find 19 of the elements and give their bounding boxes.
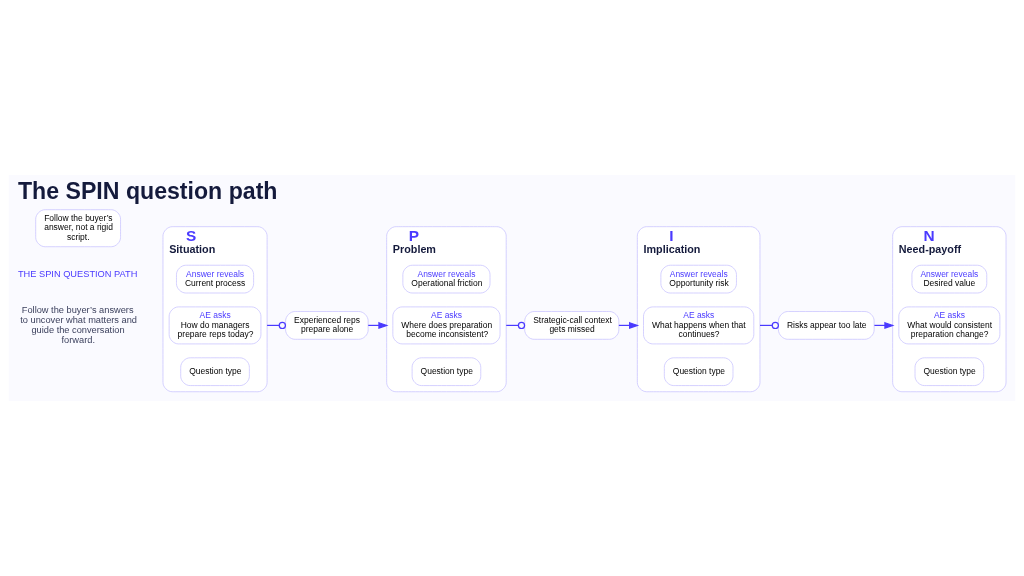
label: THE SPIN QUESTION PATH [17,268,138,279]
diagram-title: The SPIN question path [17,177,278,204]
node-box: Question type [411,357,482,386]
node-box: Answer reveals Desired value [911,264,988,294]
node-box: Answer reveals Operational friction [402,264,491,294]
node-box: AE asks What would consistent preparation change? [898,306,1001,345]
node-box: AE asks Where does preparation become inconsistent? [392,306,501,345]
node-box: Risks appear too late [778,311,875,340]
node-box: Experienced reps prepare alone [285,311,369,340]
node-box: AE asks How do managers prepare reps today? [168,306,262,345]
node-box: Question type [180,357,250,386]
node-box: Strategic-call context gets missed [524,311,620,340]
node-box: Question type [663,357,734,386]
node-box: Answer reveals Opportunity risk [660,264,737,294]
node-box: Answer reveals Current process [176,264,254,294]
node-box: AE asks What happens when that continues? [643,306,755,345]
node-box: Question type [914,357,985,386]
node-box: Follow the buyer’s answer, not a rigid script. [35,209,121,248]
label: Follow the buyer’s answers to uncover what matters and guide the conversation forward. [20,304,137,345]
